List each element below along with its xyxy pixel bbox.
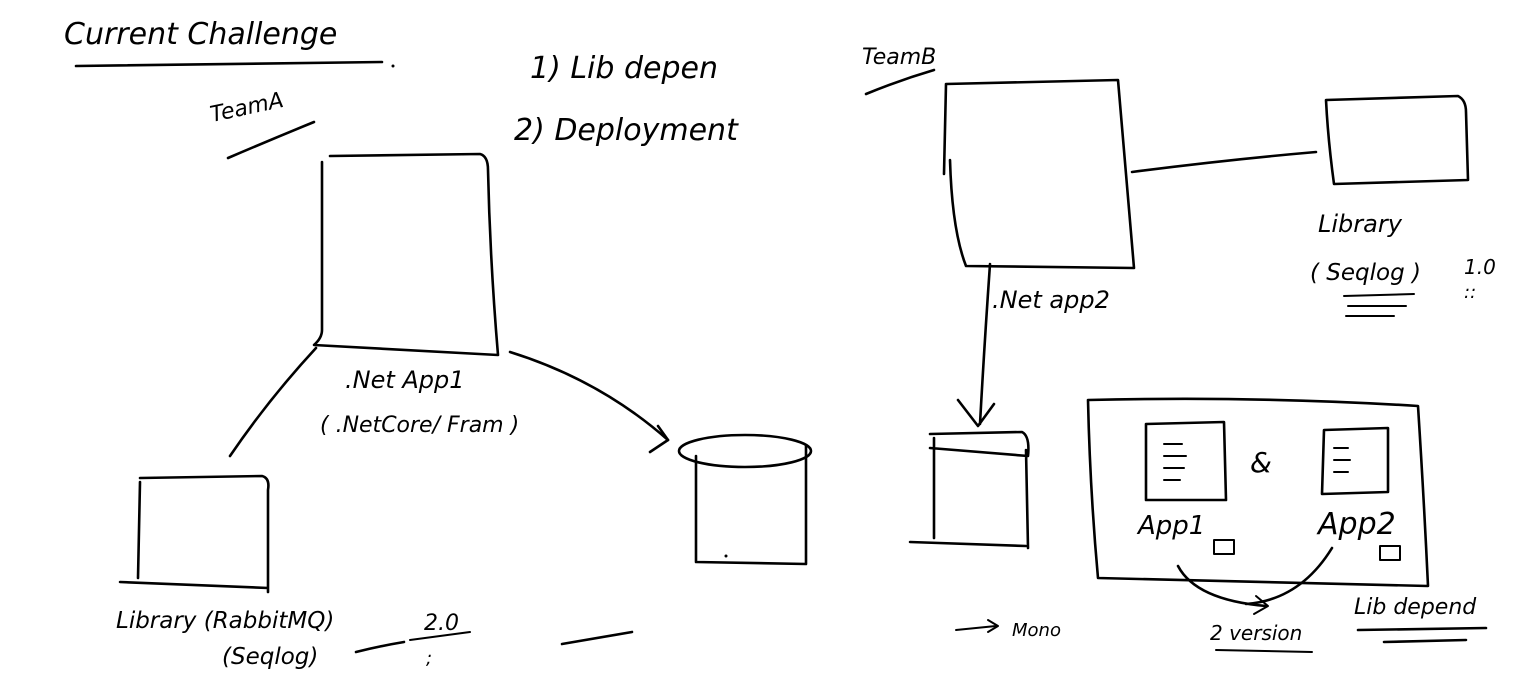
- team-a-version-mark: ;: [426, 648, 432, 669]
- comparison-panel: [1086, 397, 1430, 588]
- app2-package-icon: [1379, 545, 1401, 561]
- team-b-library-box: [1324, 94, 1470, 186]
- app1-document-icon: [1144, 420, 1228, 502]
- team-a-label: TeamA: [208, 88, 286, 128]
- app1-framework-text: ( .NetCore/ Fram ): [320, 413, 519, 438]
- arrowhead-icon: [648, 424, 670, 454]
- lib-depend-underline: [1356, 626, 1488, 644]
- arrowhead-icon: [987, 619, 999, 633]
- app1-to-database-arrow: [508, 350, 670, 442]
- app1-document-lines: [1163, 443, 1187, 481]
- database-dot: [724, 554, 728, 558]
- team-a-library-text: Library (RabbitMQ): [116, 608, 334, 634]
- stray-dot: [391, 64, 395, 68]
- issue-2-text: 2) Deployment: [514, 113, 739, 148]
- lib-depend-text: Lib depend: [1354, 595, 1477, 620]
- app1-box: [312, 152, 500, 357]
- app1-to-library-line: [228, 346, 318, 458]
- app2-box: [942, 78, 1136, 270]
- team-a-version-underline: [409, 631, 471, 641]
- app2-label: App2: [1316, 507, 1396, 542]
- mono-note-text: Mono: [1012, 620, 1061, 641]
- team-b-label: TeamB: [862, 45, 936, 70]
- app2-to-versions-arrow: [1244, 546, 1334, 606]
- team-b-library-text: Library: [1318, 210, 1403, 238]
- versions-note-underline: [1215, 649, 1313, 653]
- database-top: [677, 433, 813, 469]
- team-a-underline: [226, 120, 316, 160]
- app2-document-lines: [1333, 447, 1351, 473]
- app1-name-text: .Net App1: [345, 366, 465, 394]
- team-b-library-sub-text: ( Seqlog ): [1310, 260, 1421, 286]
- deployment-box: [908, 430, 1030, 550]
- stray-arrow-line: [560, 630, 634, 646]
- team-b-underline: [864, 68, 936, 96]
- app1-package-icon: [1213, 539, 1235, 555]
- team-b-version-mark: ::: [1464, 282, 1476, 303]
- mono-arrow-line: [955, 625, 997, 631]
- title-underline: [74, 60, 384, 68]
- app2-name-text: .Net app2: [992, 286, 1110, 314]
- team-a-version-dash: [354, 640, 406, 654]
- versions-note-text: 2 version: [1210, 621, 1302, 645]
- database-icon: [694, 444, 808, 566]
- arrowhead-icon: [956, 398, 996, 428]
- team-a-version-text: 2.0: [424, 611, 459, 636]
- team-b-version-text: 1.0: [1464, 255, 1496, 279]
- arrowhead-icon: [1253, 595, 1269, 615]
- app2-to-library-line: [1130, 150, 1318, 174]
- app2-down-arrow: [978, 262, 992, 426]
- app2-document-icon: [1320, 426, 1390, 496]
- app1-label: App1: [1136, 511, 1205, 541]
- team-b-library-underline: [1343, 293, 1415, 317]
- issue-1-text: 1) Lib depen: [530, 51, 718, 86]
- title-text: Current Challenge: [64, 17, 337, 52]
- team-a-library-box: [118, 474, 270, 594]
- app1-to-versions-arrow: [1176, 564, 1268, 608]
- team-a-library-sub-text: (Seqlog): [222, 644, 318, 670]
- ampersand-text: &: [1250, 446, 1272, 479]
